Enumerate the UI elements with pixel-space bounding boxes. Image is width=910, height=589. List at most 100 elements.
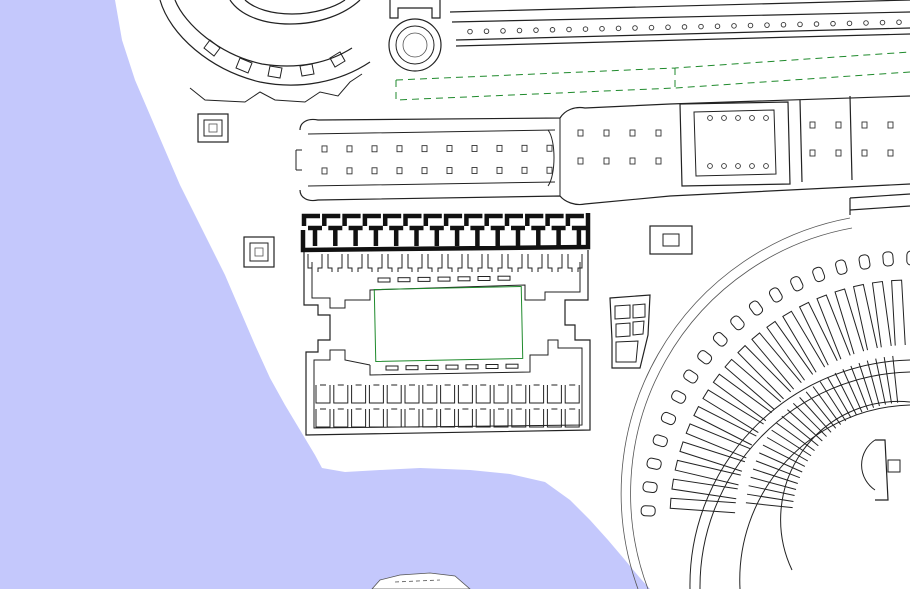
seating-wall (781, 415, 819, 447)
room-cell (529, 384, 545, 404)
column-dot (896, 19, 902, 25)
room-cell (493, 408, 509, 428)
room-cell (546, 408, 562, 428)
column-dot (516, 27, 523, 34)
room-slot (485, 364, 499, 369)
column-dot (735, 115, 741, 121)
arcade-niche (790, 276, 804, 292)
room-slot (437, 276, 451, 282)
room-cell (422, 384, 438, 404)
seating-wall (755, 460, 801, 479)
room-cell (333, 384, 349, 404)
pier-square (471, 167, 478, 174)
arcade-niche (882, 251, 894, 267)
arcade-niche (858, 254, 871, 270)
room-cell (386, 408, 402, 428)
room-cell (493, 384, 509, 404)
radial-passage (766, 320, 814, 381)
pier-square (321, 167, 328, 175)
arcade-niche (683, 369, 699, 384)
arcade-niche (768, 287, 783, 303)
top-colonnade (449, 0, 910, 47)
radial-passage (798, 301, 838, 366)
room-slot (457, 276, 471, 282)
room-slot (405, 365, 419, 371)
seating-wall (842, 369, 863, 413)
arcade-niche (671, 390, 687, 404)
column-dot (749, 115, 755, 121)
room-slot (377, 277, 391, 283)
green-courtyard (373, 285, 524, 363)
radial-passage (712, 373, 773, 422)
cell-wall (567, 254, 583, 272)
room-cell (546, 384, 562, 404)
radial-passage (685, 423, 751, 459)
pier-square (471, 145, 478, 152)
pier-square (521, 166, 528, 174)
pier-square (809, 149, 816, 157)
pier-square (887, 149, 894, 157)
water-body (0, 0, 650, 589)
column-dot (467, 28, 473, 35)
room-cell (315, 384, 331, 404)
seating-wall (834, 372, 857, 416)
arcade-niche (712, 332, 728, 347)
cell-wall (487, 254, 503, 272)
seating-wall (850, 365, 869, 411)
seating-wall (771, 429, 812, 457)
seating-wall (762, 444, 806, 467)
pier-square (421, 167, 428, 175)
room-cell (529, 408, 545, 428)
column-dot (797, 21, 803, 28)
column-dot (632, 25, 638, 31)
seating-wall (892, 355, 899, 403)
column-dot (749, 163, 755, 169)
column-dot (863, 20, 869, 26)
cell-wall (307, 254, 323, 272)
radial-passage (751, 332, 802, 390)
seating-wall (745, 502, 793, 509)
cell-wall (427, 254, 443, 272)
cell-wall (367, 254, 383, 272)
arcade-niche (730, 315, 745, 331)
dashed-green-boundary (395, 51, 910, 101)
column-dot (846, 20, 853, 27)
pier-square (577, 157, 584, 165)
pier-square (396, 167, 403, 175)
column-dot (714, 23, 721, 29)
pier-square (835, 149, 842, 157)
cell-wall (327, 254, 343, 272)
radial-passage (679, 441, 746, 472)
pier-square (496, 144, 503, 152)
cell-wall (507, 254, 523, 272)
arcade-niche (660, 411, 677, 426)
column-dot (830, 20, 836, 27)
curved-complex-top-left (159, 0, 371, 103)
column-dot (500, 28, 506, 34)
room-cell (564, 408, 580, 428)
cell-wall (347, 254, 363, 272)
seating-wall (858, 362, 875, 408)
pier-square (809, 121, 816, 129)
room-cell (351, 408, 367, 428)
pier-square (321, 145, 328, 153)
radial-passage (674, 459, 741, 486)
highlighted-structure[interactable] (300, 213, 591, 253)
column-dot (735, 163, 741, 169)
seating-wall (787, 409, 823, 442)
column-dot (533, 27, 539, 33)
small-building (649, 225, 693, 255)
seating-wall (766, 437, 809, 462)
radial-passage (852, 283, 878, 351)
radial-passage (693, 405, 757, 446)
pier-square (629, 129, 636, 137)
seating-wall (883, 356, 893, 404)
room-cell (475, 408, 491, 428)
cell-wall (467, 254, 483, 272)
pier-square (861, 149, 868, 157)
pier-square (887, 121, 894, 129)
room-slot (425, 364, 439, 370)
column-dot (665, 24, 671, 31)
radial-passage (871, 280, 892, 348)
